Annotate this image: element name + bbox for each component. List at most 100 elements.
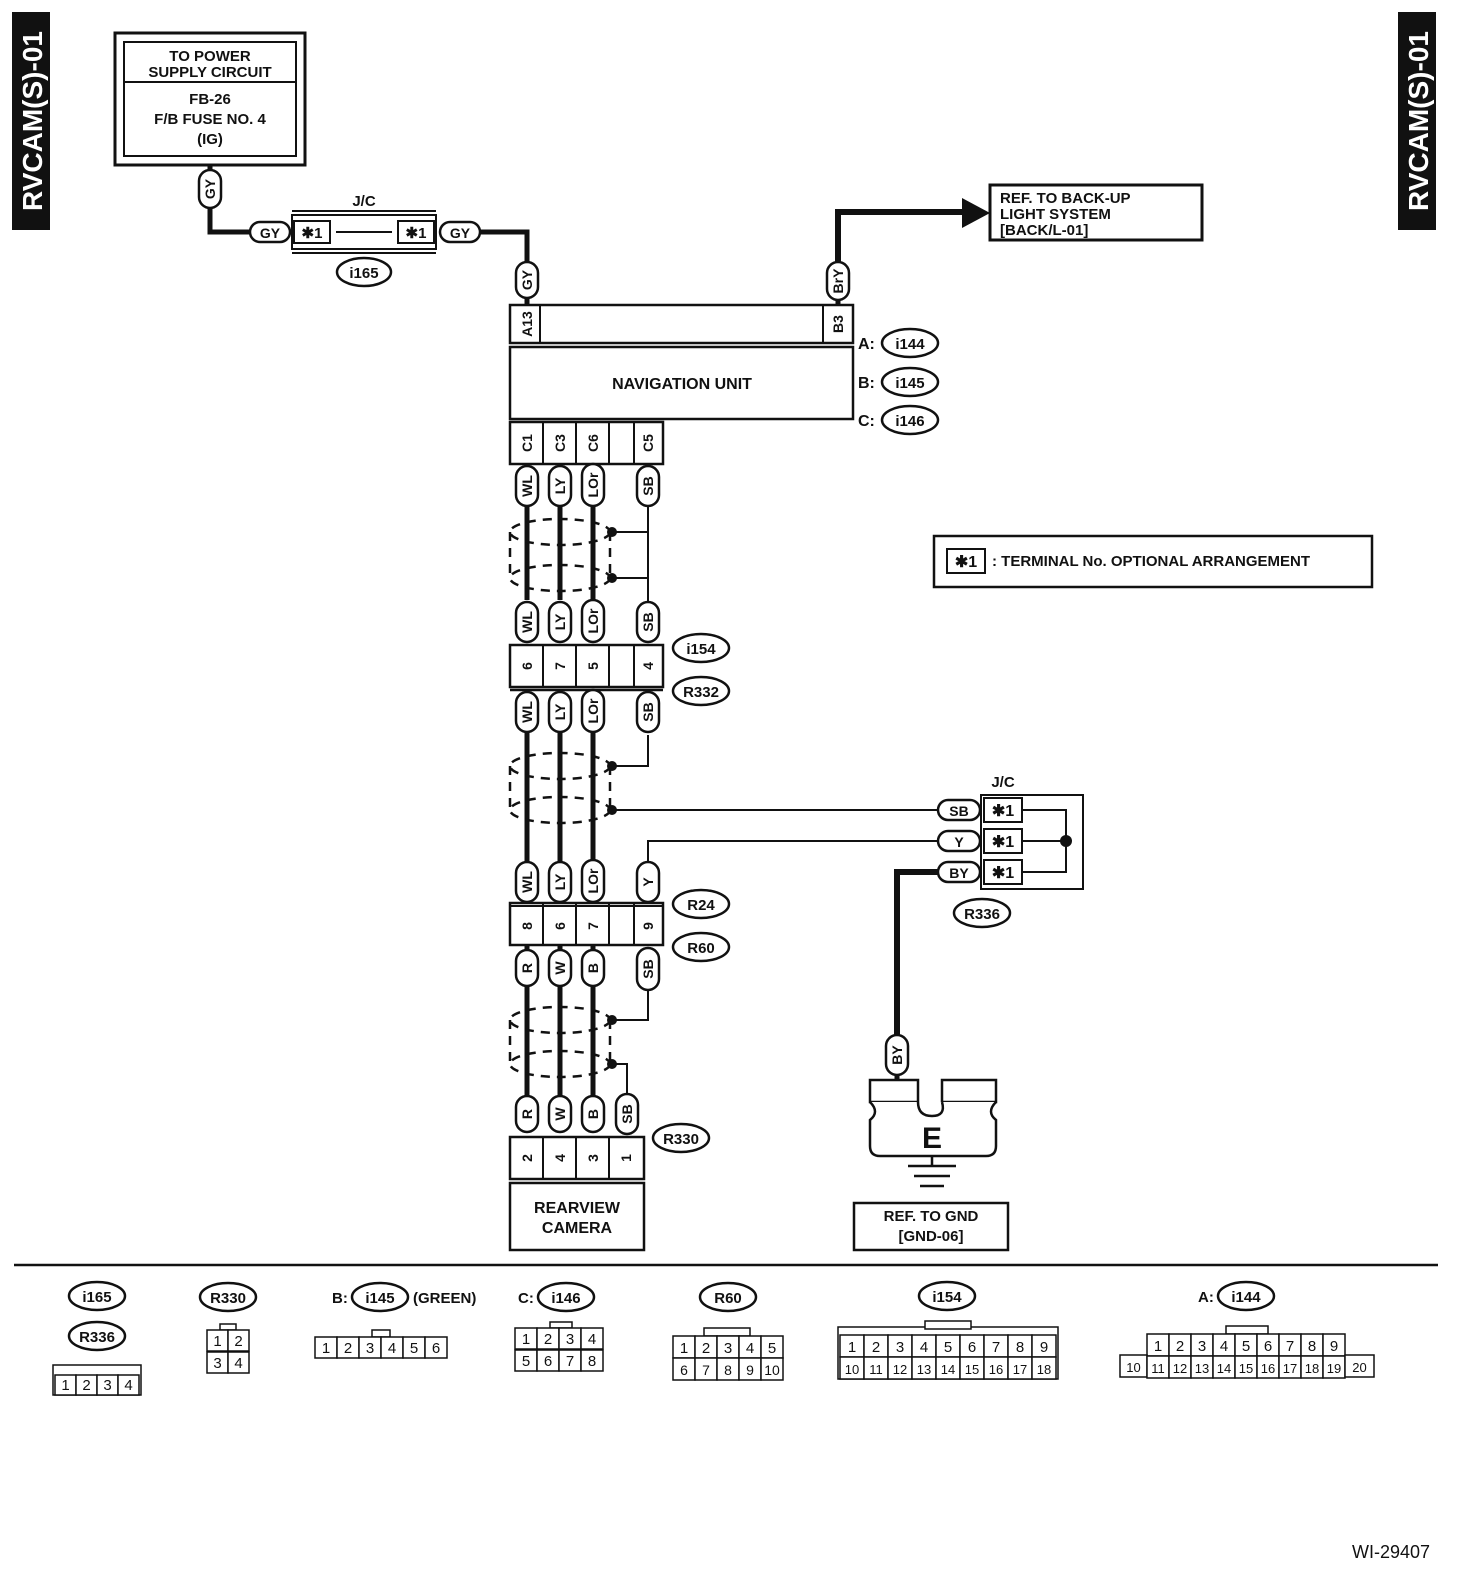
r24-pin-3: 7 <box>585 922 601 930</box>
wire-labels-segment-3-top: R W B SB <box>514 946 661 992</box>
pin-number: 8 <box>1016 1339 1024 1356</box>
pin-number: 10 <box>764 1362 780 1378</box>
bottom-prefix-i145: B: <box>332 1290 348 1307</box>
pin-number: 3 <box>896 1339 904 1356</box>
pin-number: 1 <box>522 1331 530 1348</box>
power-box-line5: (IG) <box>197 131 223 148</box>
pin-number: 3 <box>103 1377 111 1394</box>
wire-label-sb-3: SB <box>640 702 656 721</box>
connector-i154-r332: 6 7 5 4 i154 R332 <box>508 632 731 707</box>
wire-label-lor-4: LOr <box>585 868 601 893</box>
pin-number: 18 <box>1305 1361 1319 1376</box>
r24-pin-2: 6 <box>552 922 568 930</box>
pin-number: 5 <box>522 1353 530 1370</box>
shielded-cable-segment-2 <box>508 690 938 862</box>
pin-number: 8 <box>1308 1338 1316 1355</box>
nav-pin-b3: B3 <box>830 315 846 333</box>
pin-number: 18 <box>1037 1362 1051 1377</box>
wire-label-w-1: W <box>552 961 568 975</box>
connector-r336-badge: R336 <box>964 906 1000 923</box>
figure-id: WI-29407 <box>1352 1542 1430 1562</box>
pin-number: 6 <box>1264 1338 1272 1355</box>
connector-i165-badge: i165 <box>349 265 378 282</box>
pin-number: 15 <box>965 1362 979 1377</box>
pin-number: 3 <box>566 1331 574 1348</box>
pin-number: 7 <box>1286 1338 1294 1355</box>
wire-label-w-2: W <box>552 1107 568 1121</box>
pin-number: 4 <box>746 1340 754 1357</box>
pin-number: 9 <box>1330 1338 1338 1355</box>
pin-number: 6 <box>968 1339 976 1356</box>
pin-cell <box>227 1329 250 1352</box>
legend-star: ✱1 <box>955 554 977 571</box>
pin-number: 3 <box>213 1355 221 1372</box>
pin-number: 17 <box>1283 1361 1297 1376</box>
nav-pin-c6: C6 <box>585 434 601 452</box>
backup-ref-line2: LIGHT SYSTEM <box>1000 206 1111 223</box>
pin-cell <box>760 1357 784 1381</box>
side-tab-right: RVCAM(S)-01 <box>1398 12 1436 230</box>
bottom-label-i165: i165 <box>82 1289 111 1306</box>
power-supply-box: TO POWER SUPPLY CIRCUIT FB-26 F/B FUSE N… <box>113 31 307 167</box>
wire-label-ly-1: LY <box>552 477 568 494</box>
wire-label-lor-3: LOr <box>585 698 601 723</box>
i154-pin-2: 7 <box>552 662 568 670</box>
wire-label-sb-1: SB <box>640 476 656 495</box>
backup-light-ref-box: REF. TO BACK-UP LIGHT SYSTEM [BACK/L-01] <box>988 183 1204 242</box>
pin-number: 3 <box>366 1340 374 1357</box>
pin-number: 14 <box>941 1362 955 1377</box>
bottom-label-i146: i146 <box>551 1290 580 1307</box>
pin-cell <box>227 1351 250 1374</box>
wire-label-b-2: B <box>585 1109 601 1119</box>
pin-number: 12 <box>1173 1361 1187 1376</box>
nav-pin-a13: A13 <box>519 311 535 337</box>
bottom-prefix-i146: C: <box>518 1290 534 1307</box>
pin-number: 13 <box>917 1362 931 1377</box>
pin-cell <box>580 1327 604 1350</box>
wire-label-wl-2: WL <box>519 611 535 633</box>
pin-number: 16 <box>989 1362 1003 1377</box>
pin-number: 20 <box>1352 1360 1366 1375</box>
pin-number: 7 <box>702 1362 710 1378</box>
jc-right-star-2: ✱1 <box>992 834 1014 851</box>
nav-conn-i146: i146 <box>895 413 924 430</box>
r24-pin-4: 9 <box>640 922 656 930</box>
pin-number: 3 <box>1198 1338 1206 1355</box>
ground-ref-line1: REF. TO GND <box>884 1208 979 1225</box>
nav-connector-badges: A: i144 B: i145 C: i146 <box>858 327 940 436</box>
backup-ref-line3: [BACK/L-01] <box>1000 222 1088 239</box>
pin-number: 5 <box>410 1340 418 1357</box>
pin-number: 1 <box>322 1340 330 1357</box>
wire-label-gy-3: GY <box>450 225 471 241</box>
pin-number: 11 <box>869 1362 883 1377</box>
pin-number: 2 <box>344 1340 352 1357</box>
pin-number: 19 <box>1327 1361 1341 1376</box>
pin-number: 2 <box>544 1331 552 1348</box>
pin-number: 5 <box>768 1340 776 1357</box>
pin-number: 16 <box>1261 1361 1275 1376</box>
wire-label-y-2: Y <box>954 834 964 850</box>
bottom-label-i145: i145 <box>365 1290 394 1307</box>
camera-label-line1: REARVIEW <box>534 1200 621 1217</box>
pin-number: 14 <box>1217 1361 1231 1376</box>
pin-number: 2 <box>702 1340 710 1357</box>
wire-label-r-1: R <box>519 963 535 973</box>
nav-pin-c3: C3 <box>552 434 568 452</box>
pin-number: 3 <box>724 1340 732 1357</box>
wire-label-gy-2: GY <box>260 225 281 241</box>
r24-pin-1: 8 <box>519 922 535 930</box>
wire-label-gy-1: GY <box>202 178 218 199</box>
bottom-prefix-i144: A: <box>1198 1289 1214 1306</box>
wire-label-ly-4: LY <box>552 873 568 890</box>
wire-label-sb-4: SB <box>640 959 656 978</box>
pin-number: 9 <box>746 1362 754 1378</box>
connector-r24-badge: R24 <box>687 897 715 914</box>
pin-number: 2 <box>234 1333 242 1350</box>
wire-label-y-1: Y <box>640 877 656 887</box>
wire-label-r-2: R <box>519 1109 535 1119</box>
pin-cell <box>1344 1354 1375 1378</box>
